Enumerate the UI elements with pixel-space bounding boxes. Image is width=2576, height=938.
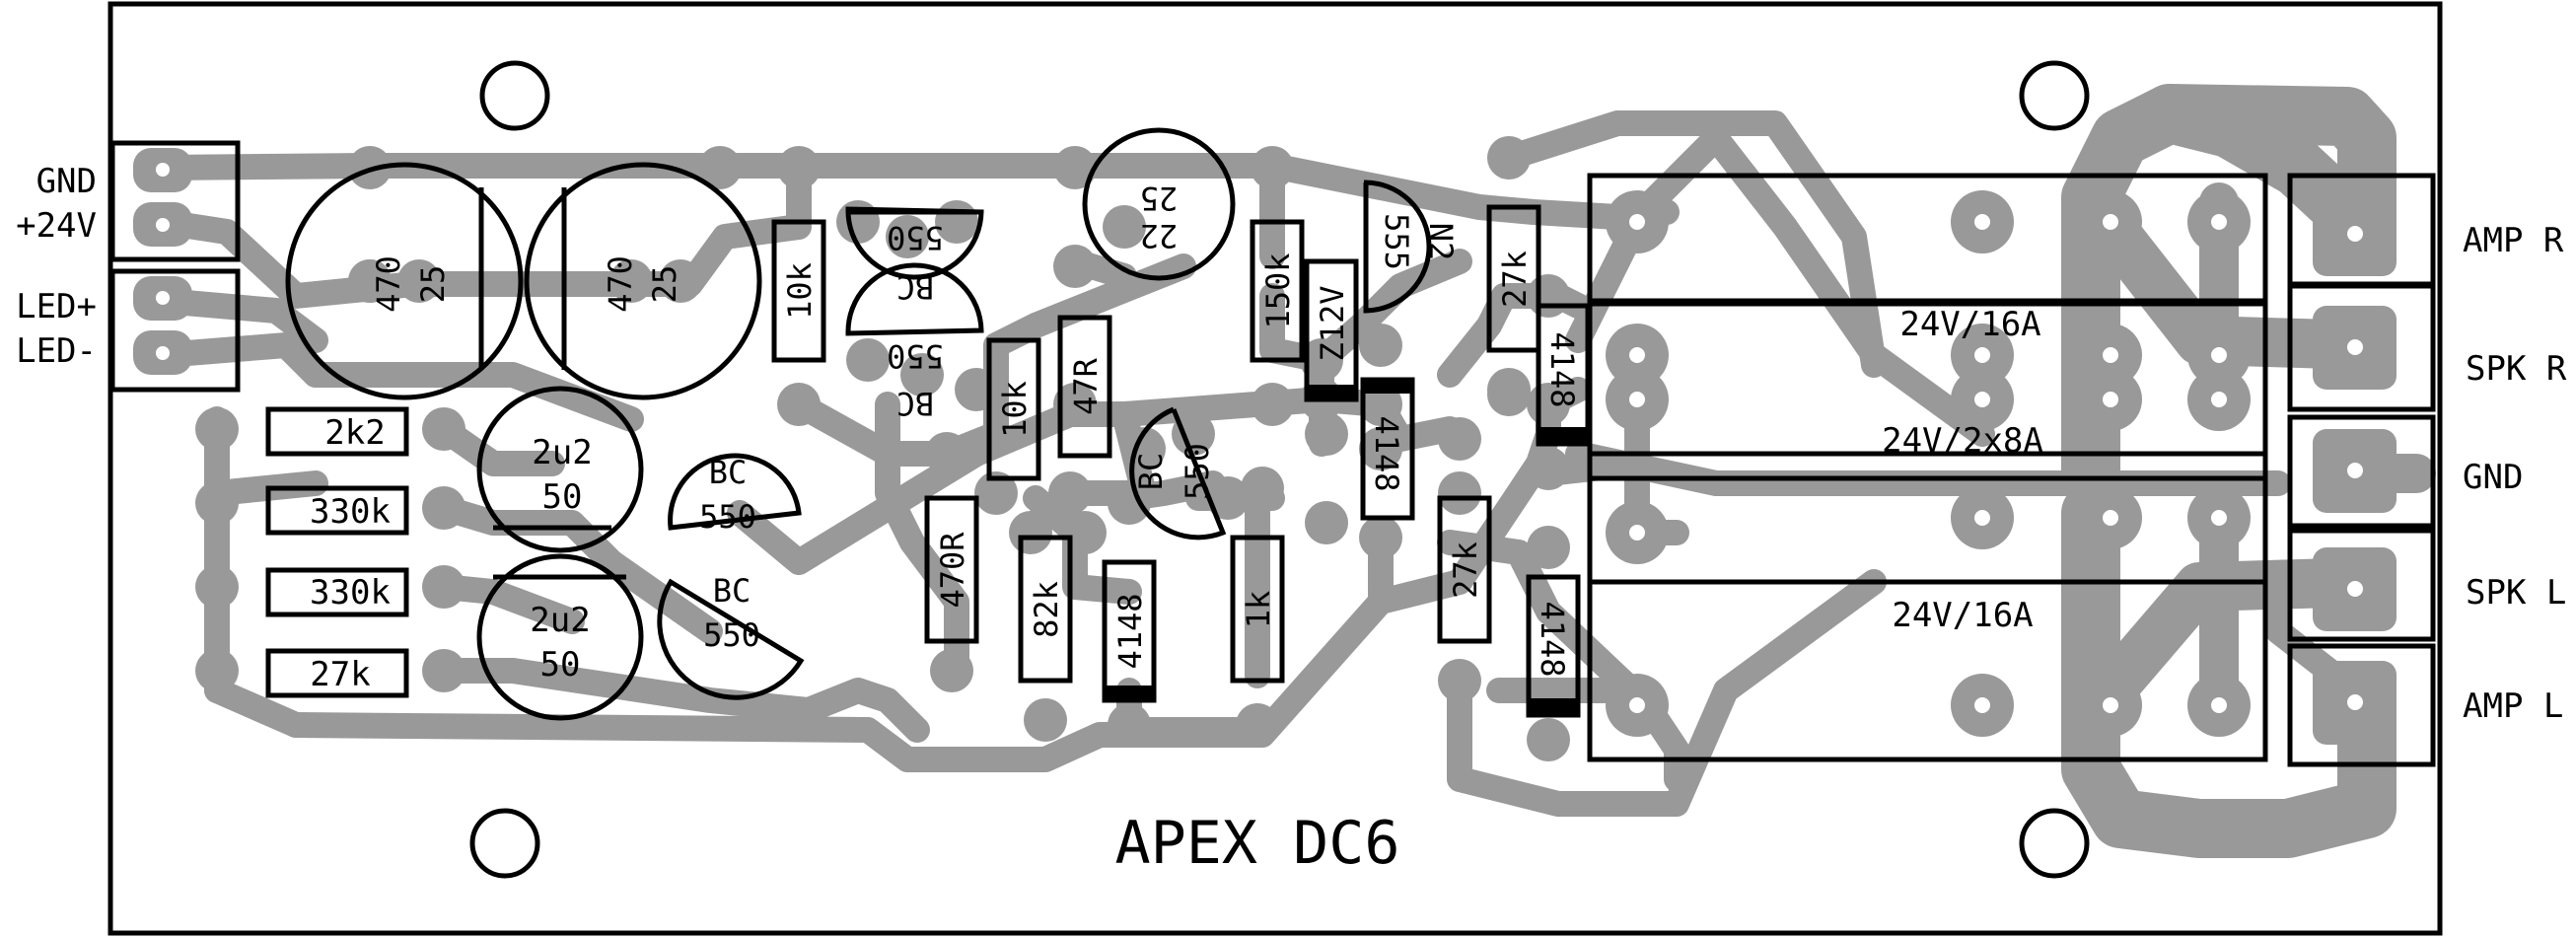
- transistor-t6: [1363, 180, 1432, 314]
- label-d-z12v: Z12V: [1314, 285, 1351, 361]
- connector-spk-l: [2287, 528, 2436, 642]
- copper-traces: [150, 110, 2380, 817]
- connector-led: [109, 268, 241, 393]
- label-r-470r: 470R: [934, 532, 971, 609]
- label-t1-b: BC: [896, 268, 935, 306]
- resistor-470r: [924, 495, 979, 644]
- label-c2-value: 470: [602, 255, 639, 313]
- transistor-t3: [668, 453, 802, 531]
- mounting-hole: [2019, 60, 2090, 131]
- label-c1-voltage: 25: [414, 265, 452, 304]
- label-r-82k: 82k: [1028, 581, 1065, 638]
- drill-holes: [156, 163, 2363, 713]
- label-r-27k-a: 27k: [310, 655, 370, 694]
- label-c4-value: 2u2: [530, 601, 590, 640]
- label-t4-b: 550: [703, 616, 760, 654]
- label-t1-a: 550: [887, 219, 944, 256]
- capacitor-c4: [476, 553, 644, 721]
- label-c3-voltage: 50: [542, 477, 583, 517]
- connector-amp-l: [2287, 643, 2436, 767]
- resistor-150k: [1250, 219, 1305, 363]
- label-gnd-right: GND: [2463, 458, 2523, 497]
- resistor-27k-c: [1437, 495, 1492, 644]
- label-d-4148-c: 4148: [1111, 593, 1149, 669]
- transistor-t2: [845, 262, 984, 336]
- label-spk-r: SPK R: [2466, 349, 2567, 389]
- resistor-2k2: [265, 406, 409, 457]
- silkscreen: [107, 1, 2443, 936]
- label-r-27k-b: 27k: [1496, 251, 1534, 308]
- label-gnd-left: GND: [36, 162, 97, 201]
- relay-lower: [1587, 475, 2268, 762]
- label-t2-b: BC: [896, 385, 935, 422]
- capacitor-c3: [476, 386, 644, 553]
- label-relay-lower: 24V/16A: [1892, 596, 2033, 635]
- label-c5-value: 25: [1140, 180, 1179, 217]
- label-amp-l: AMP L: [2463, 686, 2563, 726]
- label-r-150k: 150k: [1259, 253, 1297, 328]
- relay-upper: [1587, 173, 2268, 307]
- label-c3-value: 2u2: [532, 433, 592, 472]
- label-led-minus: LED-: [16, 331, 97, 371]
- connector-gnd: [2287, 414, 2436, 529]
- transistor-t5: [1129, 406, 1227, 541]
- capacitor-c5: [1082, 127, 1236, 281]
- label-d-4148-b: 4148: [1543, 331, 1581, 407]
- label-amp-r: AMP R: [2463, 221, 2564, 260]
- resistor-10k-b: [986, 337, 1041, 481]
- label-t6-b: N2: [1422, 223, 1460, 261]
- label-d-4148-d: 4148: [1534, 601, 1571, 677]
- connector-power: [109, 140, 241, 262]
- resistor-27k-b: [1486, 204, 1541, 353]
- label-t3-b: 550: [699, 498, 756, 536]
- resistor-330k-b: [265, 567, 409, 617]
- resistor-27k-a: [265, 648, 409, 698]
- capacitor-c1: [285, 162, 524, 400]
- label-24v: +24V: [16, 206, 97, 246]
- labels: GND +24V LED+ LED- AMP R SPK R GND SPK L…: [16, 162, 2567, 878]
- resistor-10k-a: [771, 219, 826, 363]
- mounting-hole: [479, 60, 550, 131]
- label-r-10k-a: 10k: [781, 262, 819, 320]
- label-relay-upper: 24V/16A: [1899, 305, 2040, 344]
- resistor-330k-a: [265, 485, 409, 536]
- label-led-plus: LED+: [16, 287, 97, 326]
- diode-bands: [1105, 380, 1588, 715]
- mounting-hole: [2019, 808, 2090, 879]
- label-t2-a: 550: [887, 337, 944, 375]
- transistor-t1: [845, 206, 984, 280]
- capacitor-c2: [524, 162, 762, 400]
- label-r-47r: 47R: [1067, 357, 1105, 415]
- resistor-1k: [1230, 535, 1285, 684]
- label-relay-middle: 24V/2x8A: [1882, 421, 2043, 461]
- label-t5-b: 550: [1179, 443, 1216, 500]
- label-c1-value: 470: [370, 255, 407, 313]
- label-t6-a: 555: [1378, 213, 1415, 270]
- label-c4-voltage: 50: [540, 645, 581, 685]
- label-t4-a: BC: [713, 572, 751, 610]
- label-d-4148-a: 4148: [1368, 415, 1405, 491]
- connector-spk-r: [2287, 283, 2436, 412]
- board-title: APEX DC6: [1115, 809, 1400, 878]
- label-c2-voltage: 25: [646, 265, 683, 304]
- resistor-82k: [1018, 535, 1073, 684]
- label-t3-a: BC: [709, 454, 748, 491]
- label-t5-a: BC: [1132, 453, 1170, 491]
- label-r-27k-c: 27k: [1447, 541, 1484, 599]
- label-r-1k: 1k: [1240, 591, 1277, 629]
- board-outline: [107, 1, 2443, 936]
- mounting-hole: [469, 808, 540, 879]
- label-r-330k-b: 330k: [310, 573, 391, 613]
- resistor-47r: [1057, 315, 1112, 459]
- label-r-2k2: 2k2: [324, 413, 385, 453]
- label-c5-voltage: 22: [1140, 217, 1179, 254]
- label-r-10k-b: 10k: [996, 381, 1034, 438]
- label-spk-l: SPK L: [2466, 573, 2566, 613]
- transistor-t4: [657, 578, 805, 700]
- label-r-330k-a: 330k: [310, 492, 391, 532]
